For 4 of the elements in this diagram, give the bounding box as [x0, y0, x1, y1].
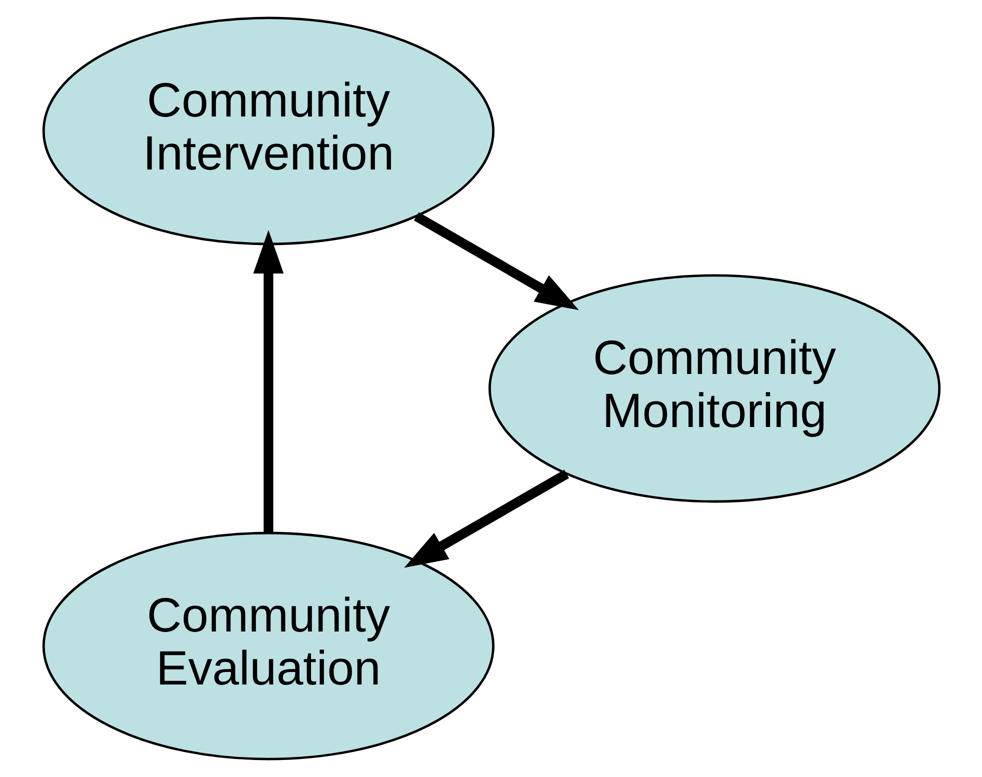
- arrow: [252, 230, 284, 533]
- node-ellipse: Community Intervention: [42, 16, 494, 246]
- arrow: [413, 212, 578, 310]
- arrow: [404, 470, 569, 568]
